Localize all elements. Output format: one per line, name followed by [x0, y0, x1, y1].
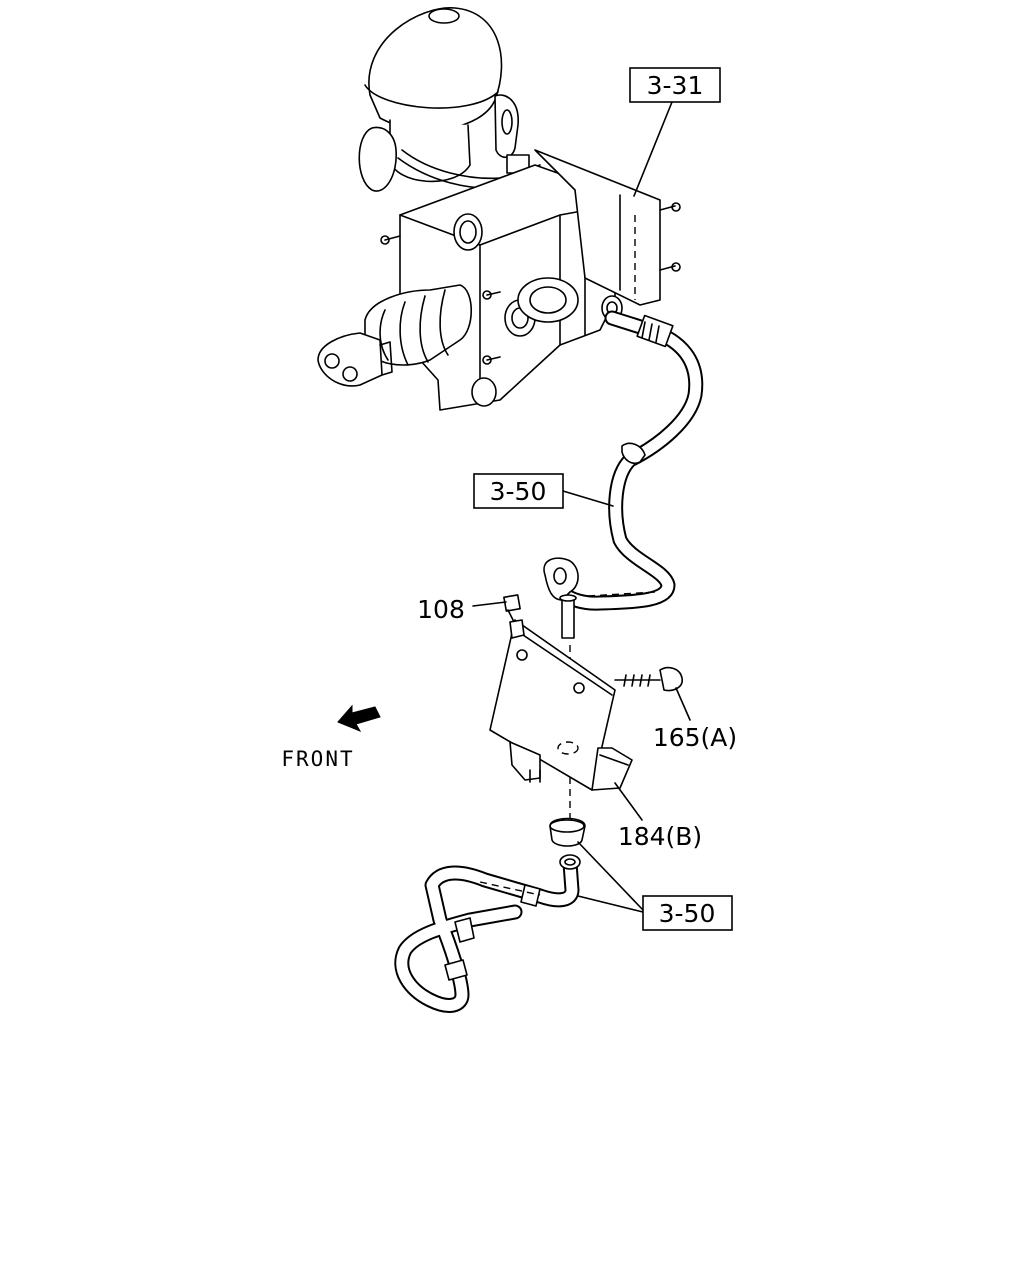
svg-text:3-50: 3-50	[490, 477, 547, 506]
leader-3-50-bottom-a	[577, 841, 644, 911]
leader-165	[675, 687, 691, 721]
callout-3-31: 3-31	[629, 67, 721, 103]
bolt-165	[614, 666, 683, 692]
leader-184	[614, 782, 643, 821]
label-108: 108	[417, 595, 465, 624]
hydraulic-booster-assembly	[317, 7, 681, 411]
bleeder-108	[503, 594, 525, 639]
leader-108	[472, 601, 507, 607]
brake-pipe-upper	[543, 310, 704, 611]
leader-3-50-bottom-b	[577, 895, 644, 913]
callout-3-50-bottom: 3-50	[642, 895, 733, 931]
grommet	[549, 817, 586, 847]
banjo-bolt	[559, 594, 577, 639]
bracket-184	[489, 619, 633, 791]
svg-text:3-50: 3-50	[659, 899, 716, 928]
label-184: 184(B)	[618, 822, 702, 851]
label-165: 165(A)	[653, 723, 737, 752]
leader-3-50-mid	[562, 490, 614, 507]
svg-text:3-31: 3-31	[647, 71, 704, 100]
leader-3-31	[633, 101, 673, 197]
brake-pipe-lower	[394, 854, 581, 1013]
callout-3-50-middle: 3-50	[473, 473, 564, 509]
front-direction-arrow	[337, 704, 381, 733]
front-label: FRONT	[281, 747, 354, 771]
